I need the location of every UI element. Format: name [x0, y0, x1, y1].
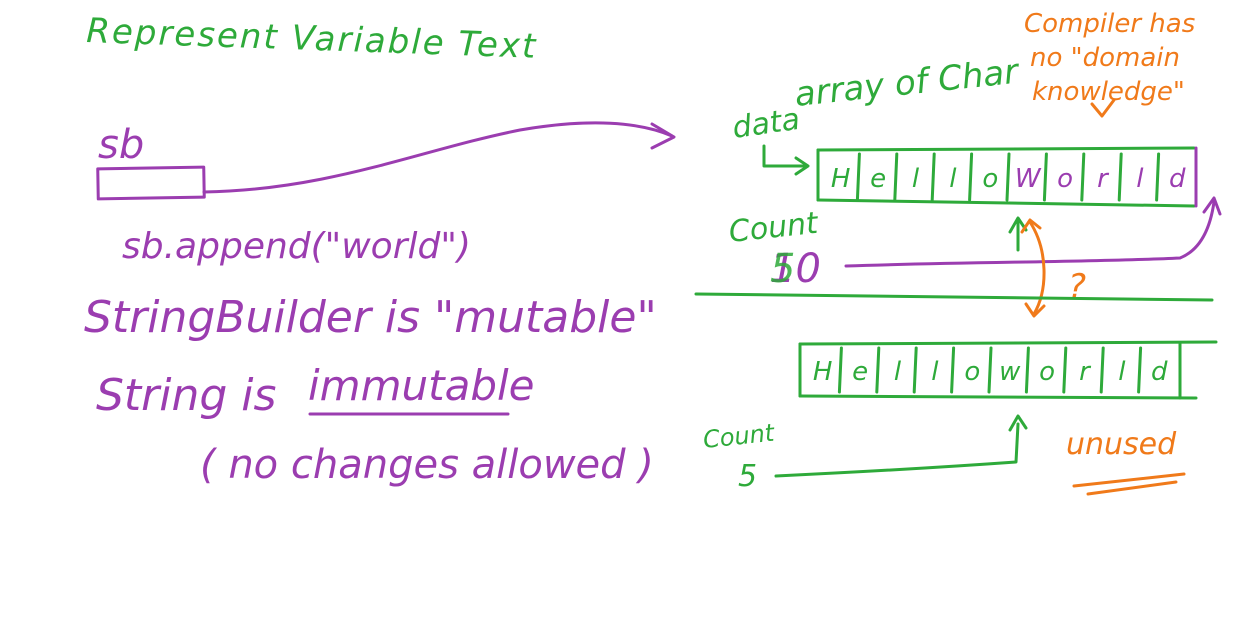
top-array-divider [1005, 152, 1011, 202]
count-value-old: 5 [770, 246, 795, 292]
count-value-bottom: 5 [738, 459, 757, 494]
top-array-divider [1155, 152, 1161, 202]
sb-pointer-arrow [202, 121, 674, 194]
top-array-cell-char: l [1136, 164, 1144, 194]
bottom-array-cell-char: H [813, 357, 833, 387]
orange-double-arrow [1028, 220, 1046, 316]
top-array-divider [893, 152, 899, 202]
count-pointer-arrow [844, 200, 1216, 268]
top-array-cell-char: W [1015, 164, 1042, 194]
top-array-cell-char: r [1097, 164, 1110, 194]
top-array-cell-char: o [1057, 164, 1073, 194]
title: Represent Variable Text [86, 11, 538, 67]
bottom-array-bottom-line [798, 394, 1198, 400]
unused-underline-1 [1072, 472, 1186, 488]
unused-underline-2 [1086, 480, 1178, 496]
bottom-array-divider [987, 346, 993, 394]
separator-line [694, 292, 1214, 302]
unused-label: unused [1066, 427, 1177, 462]
top-array-divider [1080, 152, 1086, 202]
orange-arrowhead-top [1020, 218, 1042, 234]
compiler-note-line-3: knowledge" [1032, 77, 1185, 107]
top-array-divider [968, 152, 974, 202]
compiler-note-line-1: Compiler has [1024, 9, 1195, 39]
bottom-array-cell-char: o [964, 357, 980, 387]
no-changes-note: ( no changes allowed ) [200, 442, 654, 488]
bottom-array-divider [875, 346, 881, 394]
bottom-array-cell-char: l [894, 357, 902, 387]
top-array-divider [855, 152, 861, 202]
count-label-bottom: Count [702, 419, 777, 454]
count-value-new: 10 [770, 246, 821, 292]
count-label: Count [727, 206, 820, 250]
count-pointer-arrowhead [1202, 196, 1222, 216]
position-up-arrowhead [1008, 216, 1028, 234]
data-pointer-arrow [762, 144, 808, 168]
bottom-array-divider [1024, 346, 1030, 394]
top-array-cell-char: o [982, 164, 998, 194]
bottom-array-cell-char: r [1079, 357, 1092, 387]
string-prefix: String is [96, 370, 276, 421]
bottom-array-cell-char: l [1118, 357, 1126, 387]
top-array-bottom-line [816, 198, 1196, 208]
compiler-note-tick-icon [1090, 98, 1116, 118]
top-array-divider [930, 152, 936, 202]
orange-arrowhead-bottom [1024, 302, 1046, 318]
bottom-array-divider [950, 346, 956, 394]
sb-pointer-arrowhead [650, 122, 676, 150]
bottom-array-cell-char: d [1151, 357, 1168, 387]
compiler-note: Compiler has no "domain knowledge" [1024, 9, 1195, 107]
top-array-cell-char: d [1169, 164, 1186, 194]
data-pointer-arrowhead [794, 156, 810, 176]
question-mark: ? [1068, 267, 1086, 307]
bottom-array-divider [1062, 346, 1068, 394]
bottom-array-cell-char: o [1039, 357, 1055, 387]
bottom-array-divider [1137, 346, 1143, 394]
bottom-array-top-line [798, 340, 1218, 346]
bottom-array-divider [837, 346, 843, 394]
data-label: data [730, 102, 802, 146]
bottom-array-divider [1099, 346, 1105, 394]
top-array-cell-char: l [949, 164, 957, 194]
append-call-text: sb.append("world") [122, 226, 471, 267]
count-bottom-arrow [774, 422, 1020, 478]
count-bottom-arrowhead [1008, 414, 1028, 432]
sb-reference-box [96, 165, 206, 201]
top-array-divider [1117, 152, 1123, 202]
mutable-statement: StringBuilder is "mutable" [84, 292, 657, 343]
top-array-cell-char: e [870, 164, 886, 194]
top-array-top-line [816, 146, 1196, 152]
top-array-divider [1042, 152, 1048, 202]
bottom-array-cell-char: e [852, 357, 868, 387]
bottom-array-divider [912, 346, 918, 394]
top-array-cell-char: l [912, 164, 920, 194]
bottom-array-cell-char: l [931, 357, 939, 387]
array-of-char-label: array of Char [793, 52, 1022, 115]
top-array-cell-char: H [831, 164, 851, 194]
bottom-array-cell-char: w [999, 357, 1021, 387]
compiler-note-line-2: no "domain [1030, 43, 1180, 73]
immutable-word: immutable [308, 361, 535, 410]
sb-label: sb [98, 122, 144, 168]
